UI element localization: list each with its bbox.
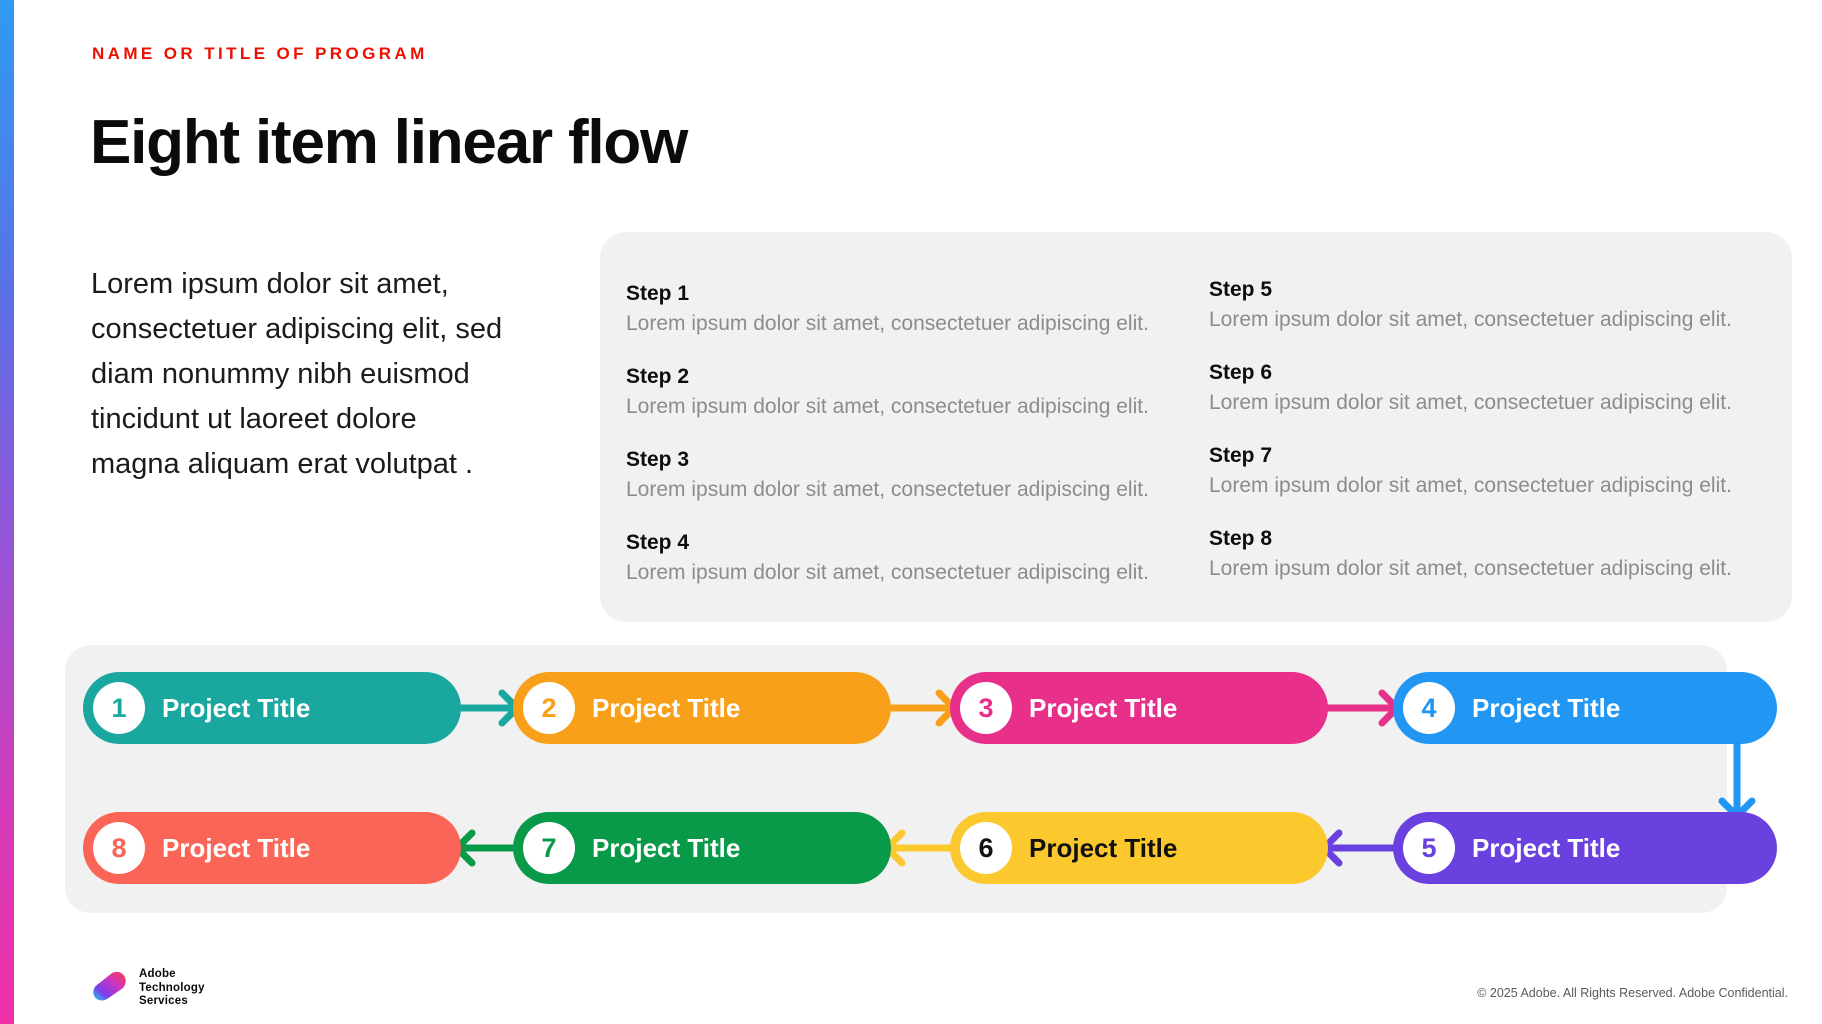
flow-node-number-badge: 4	[1403, 682, 1455, 734]
step-item: Step 1 Lorem ipsum dolor sit amet, conse…	[626, 282, 1209, 365]
step-title: Step 6	[1209, 361, 1273, 384]
step-body: Lorem ipsum dolor sit amet, consectetuer…	[626, 395, 1149, 418]
flow-node-number-badge: 1	[93, 682, 145, 734]
flow-node-label: Project Title	[162, 832, 311, 863]
brand-line-1: Adobe	[139, 968, 176, 980]
page-title: Eight item linear flow	[90, 108, 688, 177]
flow-node-6[interactable]: 6 Project Title	[950, 812, 1328, 884]
brand-logo-text: Adobe Technology Services	[139, 968, 205, 1009]
brand-line-2: Technology	[139, 981, 205, 994]
step-body: Lorem ipsum dolor sit amet, consectetuer…	[626, 312, 1149, 335]
flow-node-number-badge: 2	[523, 682, 575, 734]
step-item: Step 7 Lorem ipsum dolor sit amet, conse…	[1209, 444, 1766, 527]
flow-node-number-badge: 3	[960, 682, 1012, 734]
step-item: Step 5 Lorem ipsum dolor sit amet, conse…	[1209, 278, 1766, 361]
flow-node-5[interactable]: 5 Project Title	[1393, 812, 1777, 884]
flow-node-2[interactable]: 2 Project Title	[513, 672, 891, 744]
copyright-text: © 2025 Adobe. All Rights Reserved. Adobe…	[1477, 986, 1788, 1000]
flow-node-label: Project Title	[162, 692, 311, 723]
step-body: Lorem ipsum dolor sit amet, consectetuer…	[1209, 391, 1732, 414]
flow-node-label: Project Title	[1472, 692, 1621, 723]
flow-node-3[interactable]: 3 Project Title	[950, 672, 1328, 744]
step-title: Step 7	[1209, 444, 1273, 467]
step-title: Step 8	[1209, 527, 1273, 550]
step-item: Step 2 Lorem ipsum dolor sit amet, conse…	[626, 365, 1209, 448]
steps-panel: Step 1 Lorem ipsum dolor sit amet, conse…	[600, 232, 1792, 622]
flow-node-1[interactable]: 1 Project Title	[83, 672, 461, 744]
brand-line-3: Services	[139, 995, 188, 1007]
step-title: Step 2	[626, 365, 690, 388]
intro-paragraph: Lorem ipsum dolor sit amet, consectetuer…	[91, 268, 503, 480]
flow-node-4[interactable]: 4 Project Title	[1393, 672, 1777, 744]
flow-node-label: Project Title	[592, 832, 741, 863]
steps-grid: Step 1 Lorem ipsum dolor sit amet, conse…	[626, 278, 1766, 614]
adobe-blob-logo-icon	[93, 972, 126, 1001]
step-title: Step 5	[1209, 278, 1273, 301]
flow-node-number-badge: 7	[523, 822, 575, 874]
step-item: Step 3 Lorem ipsum dolor sit amet, conse…	[626, 448, 1209, 531]
step-body: Lorem ipsum dolor sit amet, consectetuer…	[1209, 557, 1732, 580]
step-body: Lorem ipsum dolor sit amet, consectetuer…	[626, 478, 1149, 501]
program-eyebrow-label: NAME OR TITLE OF PROGRAM	[92, 44, 428, 63]
flow-node-number-badge: 8	[93, 822, 145, 874]
step-body: Lorem ipsum dolor sit amet, consectetuer…	[1209, 474, 1732, 497]
flow-node-8[interactable]: 8 Project Title	[83, 812, 461, 884]
step-body: Lorem ipsum dolor sit amet, consectetuer…	[1209, 308, 1732, 331]
step-body: Lorem ipsum dolor sit amet, consectetuer…	[626, 561, 1149, 584]
flow-node-label: Project Title	[1029, 692, 1178, 723]
step-title: Step 1	[626, 282, 690, 305]
step-item: Step 6 Lorem ipsum dolor sit amet, conse…	[1209, 361, 1766, 444]
flow-node-number-badge: 6	[960, 822, 1012, 874]
step-item: Step 8 Lorem ipsum dolor sit amet, conse…	[1209, 527, 1766, 610]
flow-node-7[interactable]: 7 Project Title	[513, 812, 891, 884]
flow-node-label: Project Title	[1472, 832, 1621, 863]
flow-node-number-badge: 5	[1403, 822, 1455, 874]
left-gradient-rail	[0, 0, 14, 1024]
step-title: Step 4	[626, 531, 690, 554]
flow-node-label: Project Title	[592, 692, 741, 723]
flow-node-label: Project Title	[1029, 832, 1178, 863]
brand-logo: Adobe Technology Services	[92, 968, 205, 1009]
step-title: Step 3	[626, 448, 690, 471]
step-item: Step 4 Lorem ipsum dolor sit amet, conse…	[626, 531, 1209, 614]
